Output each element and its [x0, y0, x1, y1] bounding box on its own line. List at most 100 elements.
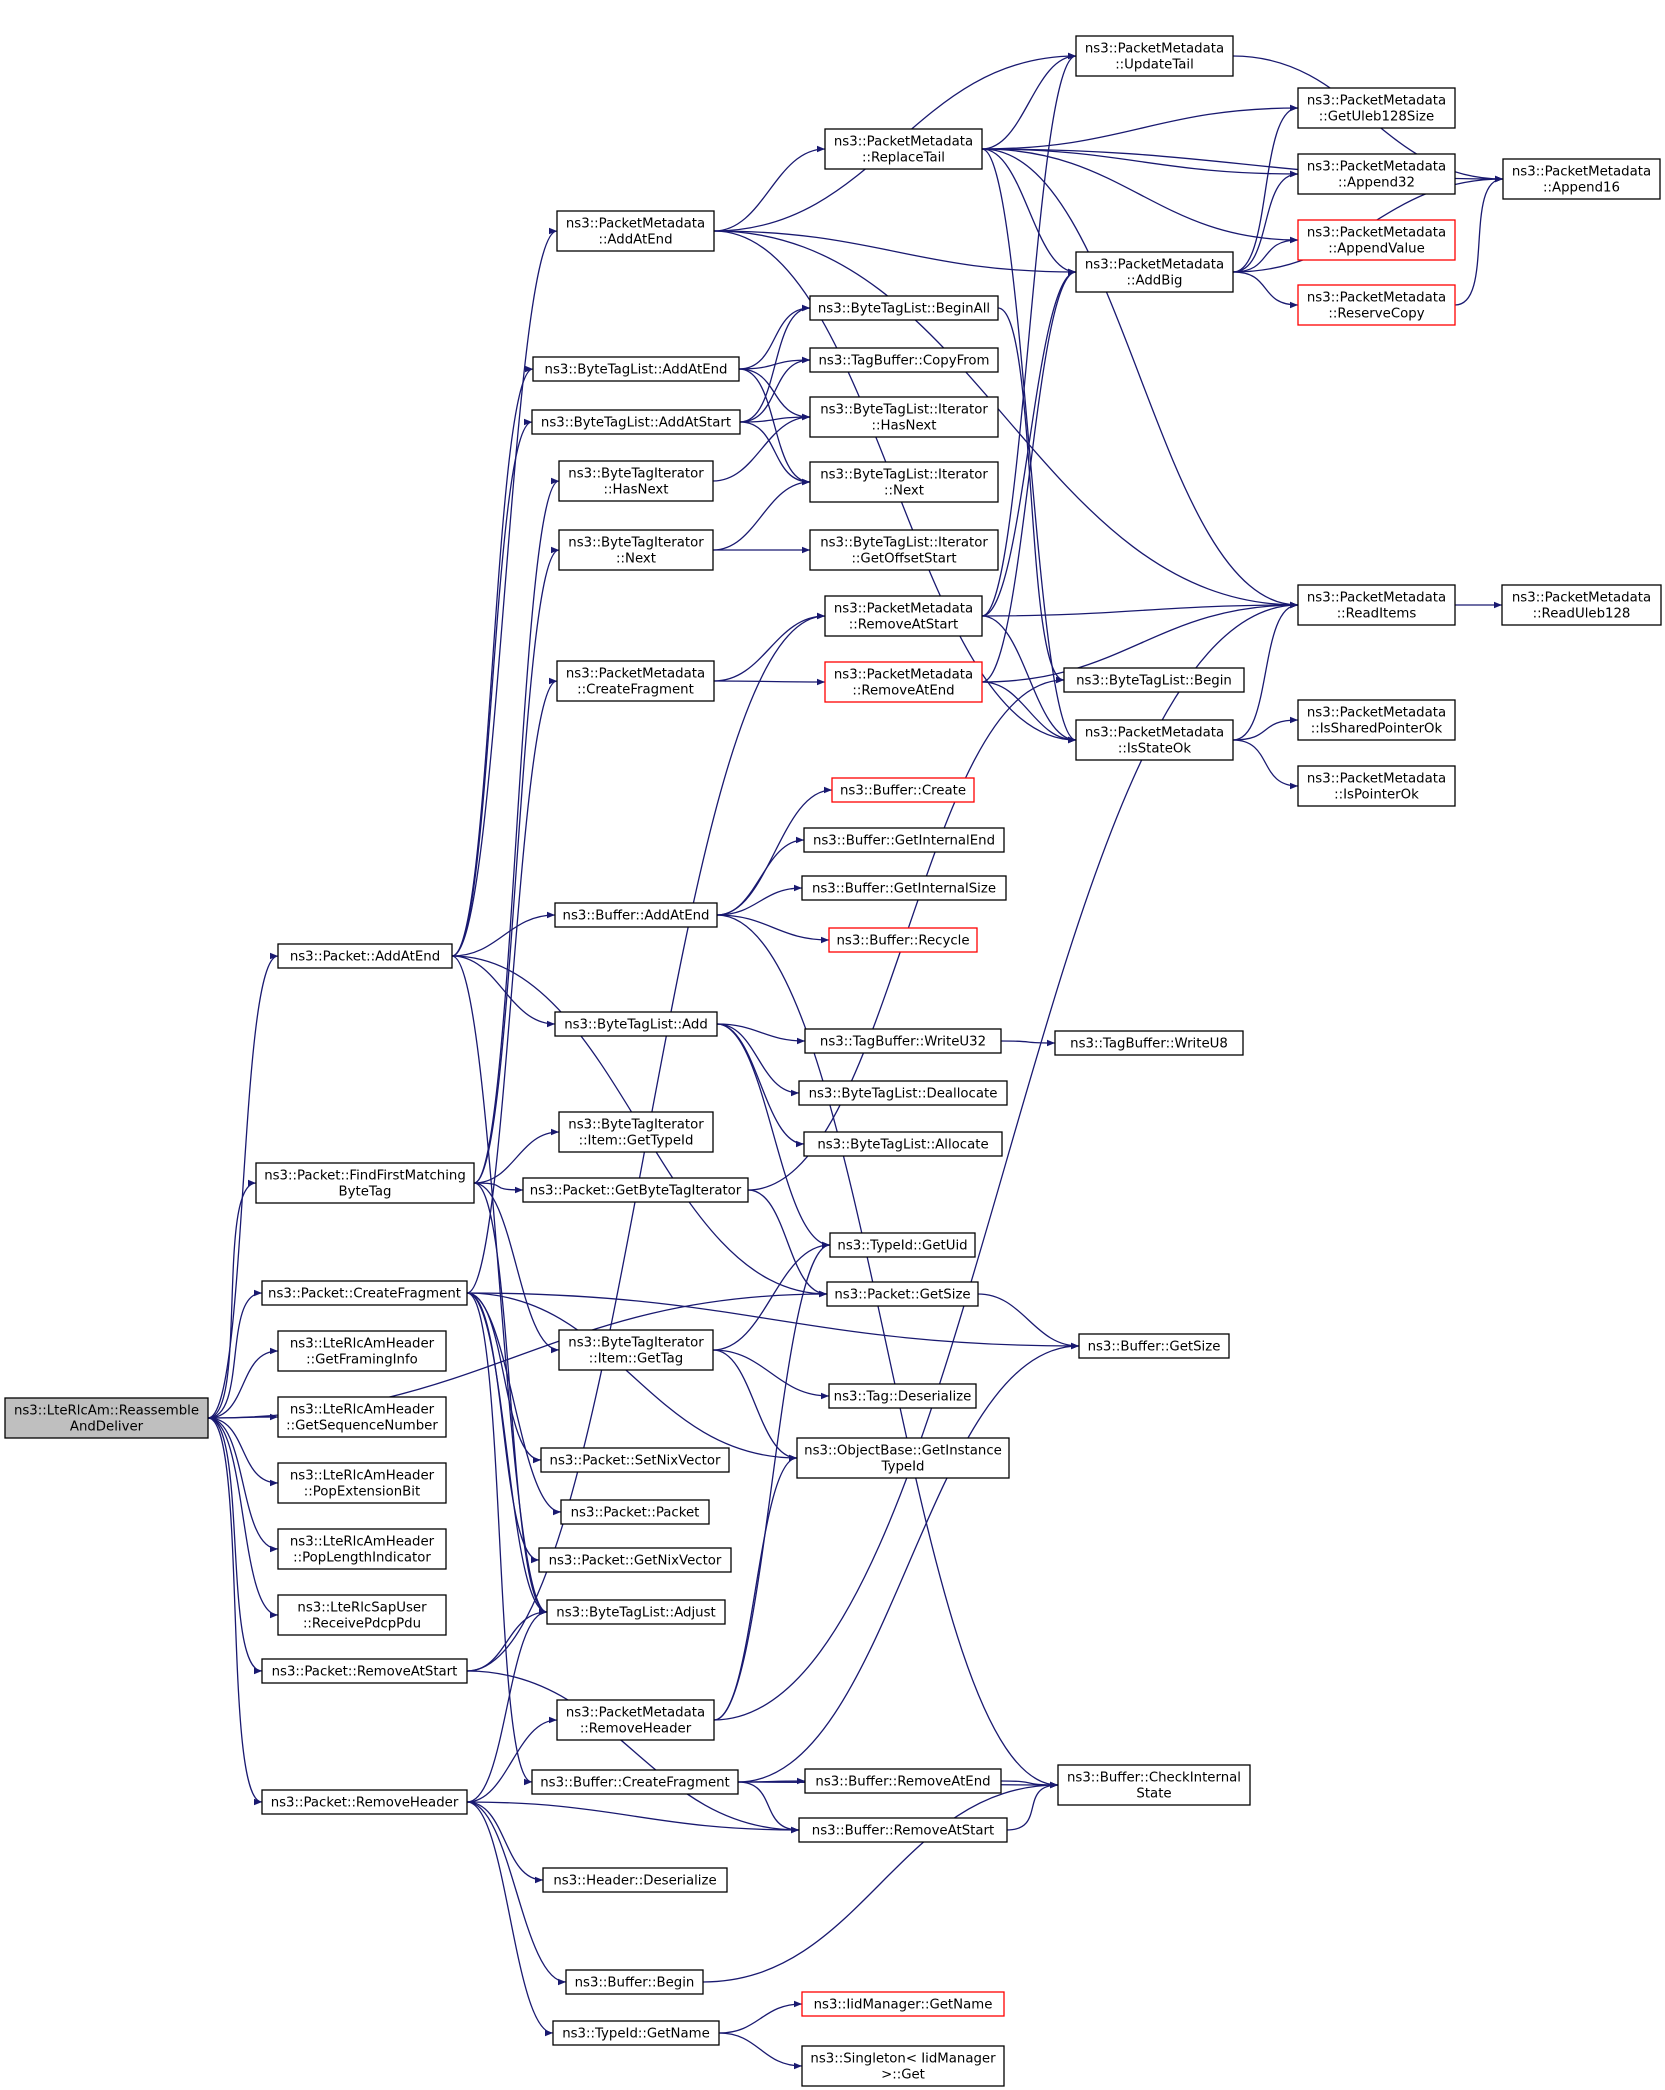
node-bti-item-gettag[interactable]: ns3::ByteTagIterator::Item::GetTag [558, 1329, 714, 1371]
node-tb-writeu8[interactable]: ns3::TagBuffer::WriteU8 [1054, 1030, 1244, 1056]
edge-pm-removeheader-to-typeid-getuid [713, 1241, 831, 1721]
edge-pm-replacetail-to-pm-append32 [981, 148, 1299, 178]
edge-pkt-removeheader-to-buf-begin [466, 1801, 567, 1986]
node-tb-writeu32[interactable]: ns3::TagBuffer::WriteU32 [804, 1028, 1002, 1054]
edge-pkt-addatend-to-btl-adjust [451, 955, 548, 1616]
node-label: ns3::ByteTagIterator [568, 1118, 704, 1133]
node-label: ns3::PacketMetadata [834, 135, 973, 150]
node-pkt-removeatstart[interactable]: ns3::Packet::RemoveAtStart [261, 1658, 468, 1684]
node-singleton-get[interactable]: ns3::Singleton< IidManager>::Get [801, 2045, 1005, 2087]
node-btl-deallocate[interactable]: ns3::ByteTagList::Deallocate [798, 1080, 1008, 1106]
node-iid-getname[interactable]: ns3::IidManager::GetName [801, 1991, 1005, 2017]
node-pm-updatetail[interactable]: ns3::PacketMetadata::UpdateTail [1075, 35, 1234, 77]
node-bti-next[interactable]: ns3::ByteTagIterator::Next [558, 529, 714, 571]
node-box [804, 1768, 1002, 1794]
node-btl-iter-next[interactable]: ns3::ByteTagList::Iterator::Next [809, 461, 999, 503]
node-pm-removeheader[interactable]: ns3::PacketMetadata::RemoveHeader [556, 1699, 715, 1741]
node-hdr-seqnum[interactable]: ns3::LteRlcAmHeader::GetSequenceNumber [277, 1396, 447, 1438]
node-pm-append32[interactable]: ns3::PacketMetadata::Append32 [1297, 153, 1456, 195]
node-btl-iter-getoffset[interactable]: ns3::ByteTagList::Iterator::GetOffsetSta… [809, 529, 999, 571]
node-pm-removeatend[interactable]: ns3::PacketMetadata::RemoveAtEnd [824, 661, 983, 703]
node-box [261, 1789, 468, 1815]
node-pm-getuleb128size[interactable]: ns3::PacketMetadata::GetUleb128Size [1297, 87, 1456, 129]
node-pm-removeatstart[interactable]: ns3::PacketMetadata::RemoveAtStart [824, 595, 983, 637]
node-buf-getsize[interactable]: ns3::Buffer::GetSize [1078, 1333, 1230, 1359]
node-label: ::ReadUleb128 [1533, 607, 1631, 622]
node-buf-addatend[interactable]: ns3::Buffer::AddAtEnd [554, 902, 718, 928]
node-label: ns3::Buffer::GetSize [1088, 1340, 1221, 1355]
node-btl-addatstart[interactable]: ns3::ByteTagList::AddAtStart [531, 409, 741, 435]
node-label: ::Item::GetTag [589, 1352, 683, 1367]
node-pkt-createfrag[interactable]: ns3::Packet::CreateFragment [261, 1280, 468, 1306]
node-pkt-addatend[interactable]: ns3::Packet::AddAtEnd [277, 943, 453, 969]
node-buf-getinternalsize[interactable]: ns3::Buffer::GetInternalSize [801, 875, 1007, 901]
node-typeid-getname[interactable]: ns3::TypeId::GetName [552, 2020, 720, 2046]
node-pkt-packet[interactable]: ns3::Packet::Packet [560, 1499, 710, 1525]
node-buf-removeatstart[interactable]: ns3::Buffer::RemoveAtStart [798, 1817, 1008, 1843]
node-sap-receive[interactable]: ns3::LteRlcSapUser::ReceivePdcpPdu [277, 1594, 447, 1636]
node-pkt-getnix[interactable]: ns3::Packet::GetNixVector [538, 1547, 732, 1573]
node-label: ns3::LteRlcAm::Reassemble [14, 1404, 199, 1419]
node-pm-addatend[interactable]: ns3::PacketMetadata::AddAtEnd [556, 210, 715, 252]
node-box [1063, 667, 1245, 693]
call-edges [207, 52, 1504, 2070]
node-buf-getinternalend[interactable]: ns3::Buffer::GetInternalEnd [803, 827, 1005, 853]
node-pkt-removeheader[interactable]: ns3::Packet::RemoveHeader [261, 1789, 468, 1815]
node-btl-allocate[interactable]: ns3::ByteTagList::Allocate [803, 1131, 1003, 1157]
node-buf-createfrag[interactable]: ns3::Buffer::CreateFragment [531, 1769, 739, 1795]
edge-btl-addatend-to-btl-iter-next [738, 368, 811, 486]
node-pm-addbig[interactable]: ns3::PacketMetadata::AddBig [1075, 251, 1234, 293]
node-hdr-popext[interactable]: ns3::LteRlcAmHeader::PopExtensionBit [277, 1462, 447, 1504]
node-buf-create[interactable]: ns3::Buffer::Create [831, 777, 975, 803]
edge-pkt-createfrag-to-buf-getsize [466, 1292, 1080, 1350]
node-pkt-setnix[interactable]: ns3::Packet::SetNixVector [540, 1447, 730, 1473]
node-pm-ispointerok[interactable]: ns3::PacketMetadata::IsPointerOk [1297, 765, 1456, 807]
node-label: ns3::Packet::GetSize [834, 1288, 970, 1303]
node-box [277, 943, 453, 969]
node-btl-add[interactable]: ns3::ByteTagList::Add [554, 1011, 718, 1037]
edge-root-to-hdr-poplen [207, 1417, 279, 1553]
node-pkt-getbytetagiter[interactable]: ns3::Packet::GetByteTagIterator [522, 1177, 749, 1203]
node-typeid-getuid[interactable]: ns3::TypeId::GetUid [829, 1232, 976, 1258]
node-bti-hasnext[interactable]: ns3::ByteTagIterator::HasNext [558, 460, 714, 502]
node-buf-recycle[interactable]: ns3::Buffer::Recycle [828, 927, 978, 953]
node-box [1297, 584, 1456, 626]
node-btl-beginall[interactable]: ns3::ByteTagList::BeginAll [809, 295, 999, 321]
node-label: ns3::ByteTagIterator [568, 536, 704, 551]
node-btl-iter-hasnext[interactable]: ns3::ByteTagList::Iterator::HasNext [809, 396, 999, 438]
node-btl-adjust[interactable]: ns3::ByteTagList::Adjust [546, 1599, 726, 1625]
edge-pkt-getbytetagiter-to-pkt-getsize [747, 1189, 828, 1298]
node-bti-item-gettypeid[interactable]: ns3::ByteTagIterator::Item::GetTypeId [558, 1111, 714, 1153]
node-box [531, 1769, 739, 1795]
node-buf-begin[interactable]: ns3::Buffer::Begin [565, 1969, 704, 1995]
node-hdr-poplen[interactable]: ns3::LteRlcAmHeader::PopLengthIndicator [277, 1528, 447, 1570]
node-buf-removeatend[interactable]: ns3::Buffer::RemoveAtEnd [804, 1768, 1002, 1794]
node-tag-deserialize[interactable]: ns3::Tag::Deserialize [828, 1383, 977, 1409]
node-pm-append16[interactable]: ns3::PacketMetadata::Append16 [1502, 158, 1661, 200]
edge-buf-createfrag-to-buf-getsize [737, 1342, 1080, 1783]
node-box [554, 902, 718, 928]
node-pm-readuleb128[interactable]: ns3::PacketMetadata::ReadUleb128 [1501, 584, 1662, 626]
node-btl-begin[interactable]: ns3::ByteTagList::Begin [1063, 667, 1245, 693]
node-pm-replacetail[interactable]: ns3::PacketMetadata::ReplaceTail [824, 128, 983, 170]
node-pm-readitems[interactable]: ns3::PacketMetadata::ReadItems [1297, 584, 1456, 626]
node-pm-isstateok[interactable]: ns3::PacketMetadata::IsStateOk [1075, 719, 1234, 761]
node-btl-addatend[interactable]: ns3::ByteTagList::AddAtEnd [532, 356, 740, 382]
node-label: ns3::PacketMetadata [1307, 291, 1446, 306]
node-box [809, 295, 999, 321]
node-tb-copyfrom[interactable]: ns3::TagBuffer::CopyFrom [809, 347, 999, 373]
node-pm-createfrag[interactable]: ns3::PacketMetadata::CreateFragment [556, 660, 715, 702]
node-pm-issharedptrok[interactable]: ns3::PacketMetadata::IsSharedPointerOk [1297, 699, 1456, 741]
node-pm-appendvalue[interactable]: ns3::PacketMetadata::AppendValue [1297, 219, 1456, 261]
node-hdr-deserialize[interactable]: ns3::Header::Deserialize [542, 1867, 728, 1893]
edge-bti-hasnext-to-btl-iter-hasnext [712, 413, 811, 482]
edge-pkt-removeheader-to-pm-removeheader [466, 1716, 558, 1803]
node-pkt-getsize[interactable]: ns3::Packet::GetSize [826, 1281, 979, 1307]
node-hdr-framing[interactable]: ns3::LteRlcAmHeader::GetFramingInfo [277, 1330, 447, 1372]
node-pm-reservecopy[interactable]: ns3::PacketMetadata::ReserveCopy [1297, 284, 1456, 326]
edge-pkt-createfrag-to-btl-adjust [466, 1292, 548, 1616]
